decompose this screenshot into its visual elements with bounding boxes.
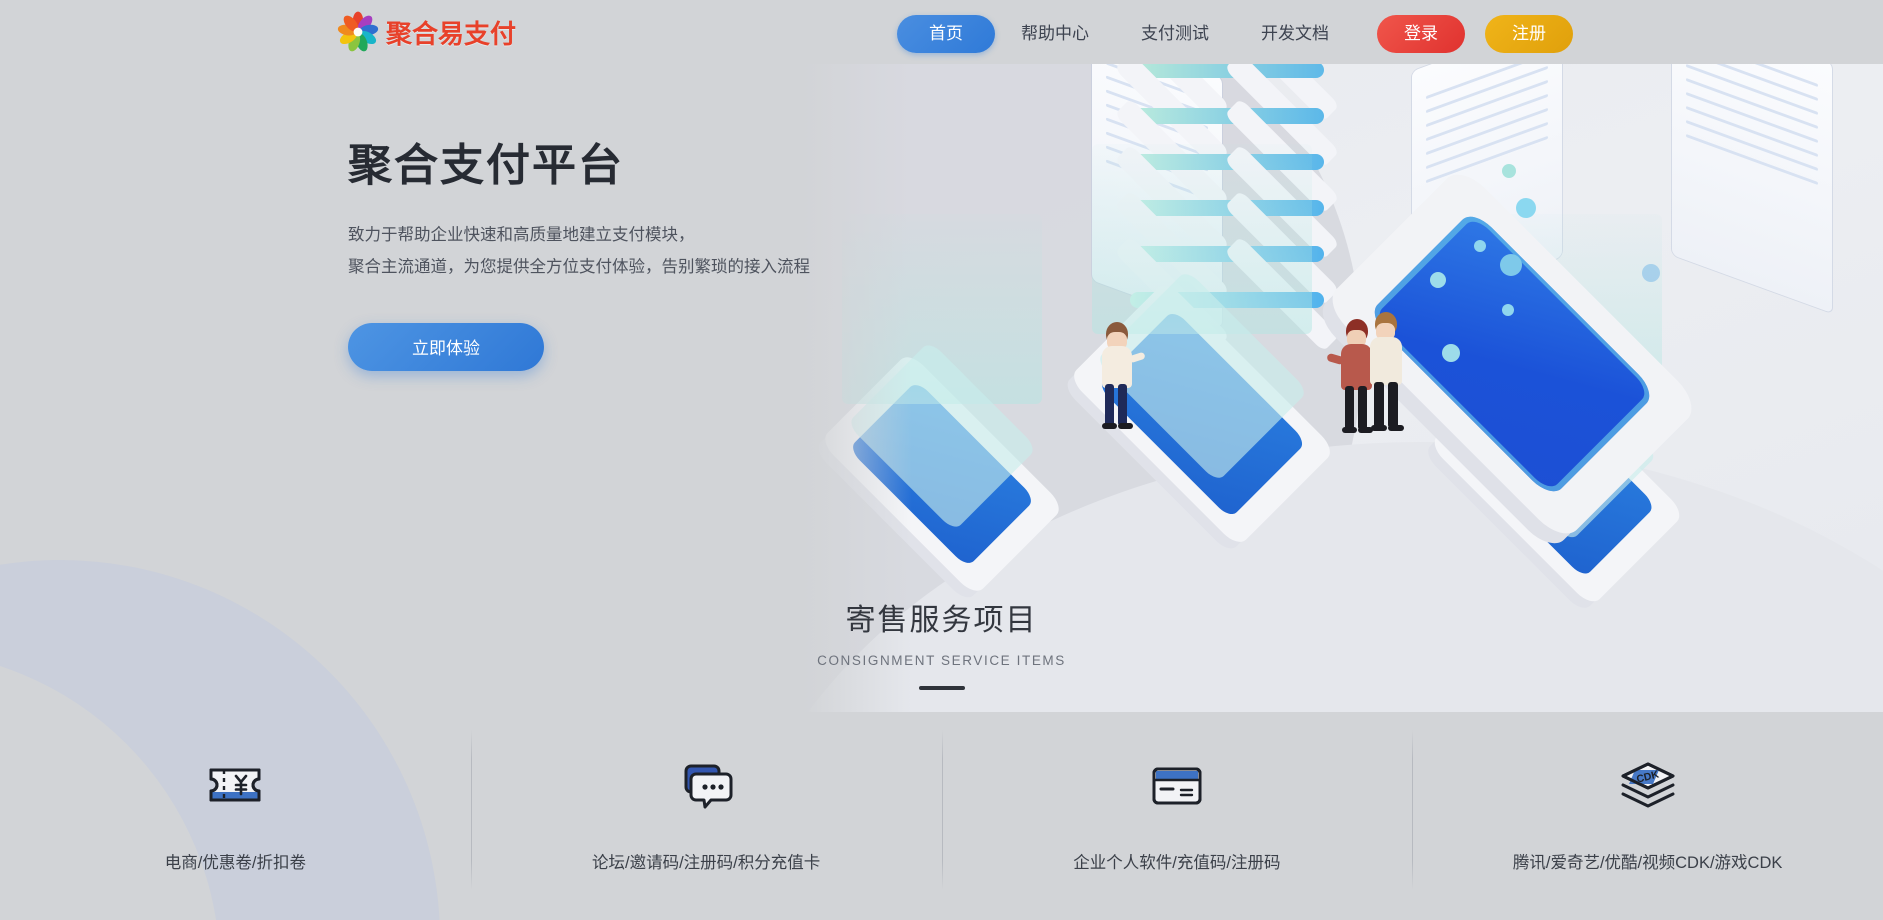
hero-copy: 聚合支付平台 致力于帮助企业快速和高质量地建立支付模块， 聚合主流通道，为您提供… <box>348 140 810 371</box>
chat-bubbles-icon <box>677 755 735 817</box>
document-panel-icon <box>1672 64 1832 314</box>
person-figure <box>1362 312 1414 431</box>
panel-left-fade <box>802 64 912 712</box>
nav-item-dev-docs[interactable]: 开发文档 <box>1261 24 1329 43</box>
bubble-dot <box>1502 164 1516 178</box>
bubble-dot <box>1500 254 1522 276</box>
section-title-en: CONSIGNMENT SERVICE ITEMS <box>817 653 1066 668</box>
brand-logo[interactable]: 聚合易支付 <box>336 9 516 55</box>
bubble-dot <box>1502 304 1514 316</box>
person-figure <box>1092 322 1146 432</box>
bubble-dot <box>1642 264 1660 282</box>
service-items-list: 电商/优惠卷/折扣卷 论坛/邀请码/注册码/积分充值卡 <box>0 730 1883 920</box>
bubble-dot <box>1442 344 1460 362</box>
service-item[interactable]: 论坛/邀请码/注册码/积分充值卡 <box>470 730 942 920</box>
service-item-label: 电商/优惠卷/折扣卷 <box>164 854 306 872</box>
hero-subtitle: 致力于帮助企业快速和高质量地建立支付模块， 聚合主流通道，为您提供全方位支付体验… <box>348 219 810 283</box>
bubble-dot <box>1430 272 1446 288</box>
flower-pinwheel-icon <box>336 10 380 54</box>
section-heading: 寄售服务项目 CONSIGNMENT SERVICE ITEMS <box>0 595 1883 690</box>
hero-subtitle-line-1: 致力于帮助企业快速和高质量地建立支付模块， <box>348 225 695 244</box>
service-item-label: 论坛/邀请码/注册码/积分充值卡 <box>591 854 821 872</box>
nav-item-payment-test[interactable]: 支付测试 <box>1141 24 1209 43</box>
person-figure <box>1326 319 1386 433</box>
section-divider <box>918 686 965 690</box>
svg-text:CDK: CDK <box>1635 768 1660 785</box>
login-button[interactable]: 登录 <box>1377 15 1465 53</box>
stacked-cdk-cards-icon: CDK <box>1619 755 1677 817</box>
bubble-dot <box>1516 198 1536 218</box>
bubble-dot <box>1474 240 1486 252</box>
register-button[interactable]: 注册 <box>1485 15 1573 53</box>
hero-illustration <box>802 64 1883 712</box>
credit-card-icon <box>1148 755 1206 817</box>
coupon-ticket-yen-icon <box>206 755 264 817</box>
brand-name: 聚合易支付 <box>386 18 517 49</box>
service-item[interactable]: 电商/优惠卷/折扣卷 <box>0 745 471 920</box>
main-navigation: 首页 帮助中心 支付测试 开发文档 登录 注册 <box>897 15 1573 53</box>
service-item-label: 腾讯/爱奇艺/优酷/视频CDK/游戏CDK <box>1512 854 1783 872</box>
experience-now-button[interactable]: 立即体验 <box>348 322 544 371</box>
hero-subtitle-line-2: 聚合主流通道，为您提供全方位支付体验，告别繁琐的接入流程 <box>348 257 810 276</box>
service-item[interactable]: CDK 腾讯/爱奇艺/优酷/视频CDK/游戏CDK <box>1412 730 1883 920</box>
nav-item-help-center[interactable]: 帮助中心 <box>1021 24 1089 43</box>
data-podium-icon <box>1068 144 1336 548</box>
section-title-cn: 寄售服务项目 <box>845 604 1038 637</box>
site-header: 聚合易支付 首页 帮助中心 支付测试 开发文档 登录 注册 <box>0 0 1883 64</box>
service-item[interactable]: 企业个人软件/充值码/注册码 <box>941 730 1413 920</box>
nav-item-home[interactable]: 首页 <box>897 15 995 53</box>
page-title: 聚合支付平台 <box>348 141 624 190</box>
service-item-label: 企业个人软件/充值码/注册码 <box>1073 854 1281 872</box>
